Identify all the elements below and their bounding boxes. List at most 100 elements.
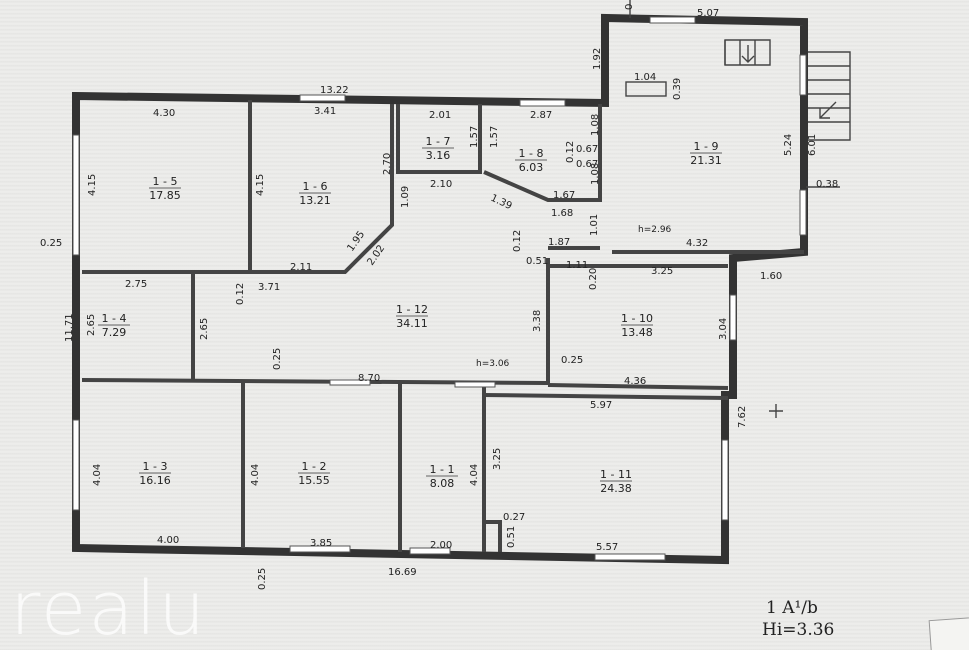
dim-label: 4.04	[92, 464, 103, 486]
dim-label: 3.38	[532, 310, 543, 332]
room-area: 34.11	[396, 317, 428, 330]
dim-label: 0.25	[257, 568, 268, 590]
dim-label: 5.24	[783, 134, 794, 156]
dim-label: 2.10	[430, 179, 452, 190]
dim-label: 0.25	[272, 348, 283, 370]
dim-label: 3.04	[718, 318, 729, 340]
room-area: 21.31	[690, 154, 722, 167]
dim-label: 6.01	[807, 134, 818, 156]
dim-label: 3.41	[314, 106, 336, 117]
dim-label: 0.12	[235, 283, 246, 305]
dim-label: 0.12	[512, 230, 523, 252]
dim-label: 1.60	[760, 271, 782, 282]
dim-label: 5.57	[596, 542, 618, 553]
paper-corner	[928, 615, 969, 650]
dim-label: 1.67	[553, 190, 575, 201]
dim-label: 0.67	[576, 159, 598, 170]
dim-label: 5.07	[697, 8, 719, 19]
dim-label: 0.67	[576, 144, 598, 155]
dim-label: 0.38	[816, 179, 838, 190]
dim-label: 0	[624, 4, 635, 10]
dim-label: 3.25	[492, 448, 503, 470]
dim-label: 1.57	[469, 126, 480, 148]
room-id: 1 - 11	[600, 468, 632, 481]
dim-label: 3.85	[310, 538, 332, 549]
dim-label: 0.51	[526, 256, 548, 267]
dim-label: 2.01	[429, 110, 451, 121]
dim-label: 16.69	[388, 567, 417, 578]
room-area: 15.55	[298, 474, 330, 487]
dimension-texts: 13.22 4.30 3.41 2.01 2.87 1.57 1.57 1.08…	[40, 4, 838, 590]
legend-line-1: 1 A¹/b	[766, 598, 818, 618]
dim-label: 4.04	[469, 464, 480, 486]
room-area: 17.85	[149, 189, 181, 202]
room-area: 13.21	[299, 194, 331, 207]
height-note-room9: h=2.96	[638, 225, 672, 235]
dim-label: 4.15	[87, 174, 98, 196]
dim-label: 0.27	[503, 512, 525, 523]
room-area: 7.29	[102, 326, 127, 339]
room-area: 8.08	[430, 477, 455, 490]
windows	[72, 16, 807, 561]
dim-label: 11.71	[64, 313, 75, 342]
dim-label: 1.95	[345, 229, 367, 254]
dim-label: 4.00	[157, 535, 179, 546]
room-id: 1 - 9	[694, 140, 719, 153]
room-id: 1 - 4	[102, 312, 127, 325]
dim-label: 4.36	[624, 376, 646, 387]
dim-label: 0.25	[40, 238, 62, 249]
dim-label: 1.87	[548, 237, 570, 248]
dim-label: 8.70	[358, 373, 380, 384]
dim-label: 2.00	[430, 540, 452, 551]
dim-label: 2.11	[290, 262, 312, 273]
watermark-logo: realu	[10, 566, 208, 650]
dim-label: 1.04	[634, 72, 656, 83]
dim-label: 3.25	[651, 266, 673, 277]
room-id: 1 - 12	[396, 303, 428, 316]
dim-label: 4.15	[255, 174, 266, 196]
room-id: 1 - 7	[426, 135, 451, 148]
outer-wall	[72, 13, 808, 565]
legend-line-2: Hi=3.36	[762, 620, 835, 640]
dim-label: 1.01	[589, 214, 600, 236]
dim-label: 0.39	[672, 78, 683, 100]
dim-label: 0.51	[506, 526, 517, 548]
stairs	[625, 39, 851, 141]
room-id: 1 - 8	[519, 147, 544, 160]
height-note-room12: h=3.06	[476, 359, 510, 369]
dim-label: 2.75	[125, 279, 147, 290]
dim-label: 4.32	[686, 238, 708, 249]
room-id: 1 - 2	[302, 460, 327, 473]
dim-label: 1.11	[566, 260, 588, 271]
room-area: 6.03	[519, 161, 544, 174]
dim-label: 1.08	[590, 163, 601, 185]
room-area: 24.38	[600, 482, 632, 495]
room-id: 1 - 10	[621, 312, 653, 325]
dim-label: 4.04	[250, 464, 261, 486]
dim-label: 0.25	[561, 355, 583, 366]
dim-label: 1.68	[551, 208, 573, 219]
room-id: 1 - 5	[153, 175, 178, 188]
room-id: 1 - 1	[430, 463, 455, 476]
room-area: 16.16	[139, 474, 171, 487]
room-id: 1 - 3	[143, 460, 168, 473]
room-area: 3.16	[426, 149, 451, 162]
dim-label: 2.70	[382, 153, 393, 175]
dim-label: 2.65	[199, 318, 210, 340]
dim-label: 0.12	[565, 141, 576, 163]
dim-label: 1.08	[590, 114, 601, 136]
dim-label: 13.22	[320, 85, 349, 96]
dim-label: 7.62	[737, 406, 748, 428]
dim-label: 1.57	[489, 126, 500, 148]
internal-walls	[81, 100, 804, 552]
dim-label: 4.30	[153, 108, 175, 119]
crosshair-icon	[769, 404, 783, 418]
dim-label: 0.20	[588, 268, 599, 290]
dim-label: 5.97	[590, 400, 612, 411]
dim-label: 2.65	[86, 314, 97, 336]
dim-label: 1.92	[592, 48, 603, 70]
dim-label: 1.09	[400, 186, 411, 208]
